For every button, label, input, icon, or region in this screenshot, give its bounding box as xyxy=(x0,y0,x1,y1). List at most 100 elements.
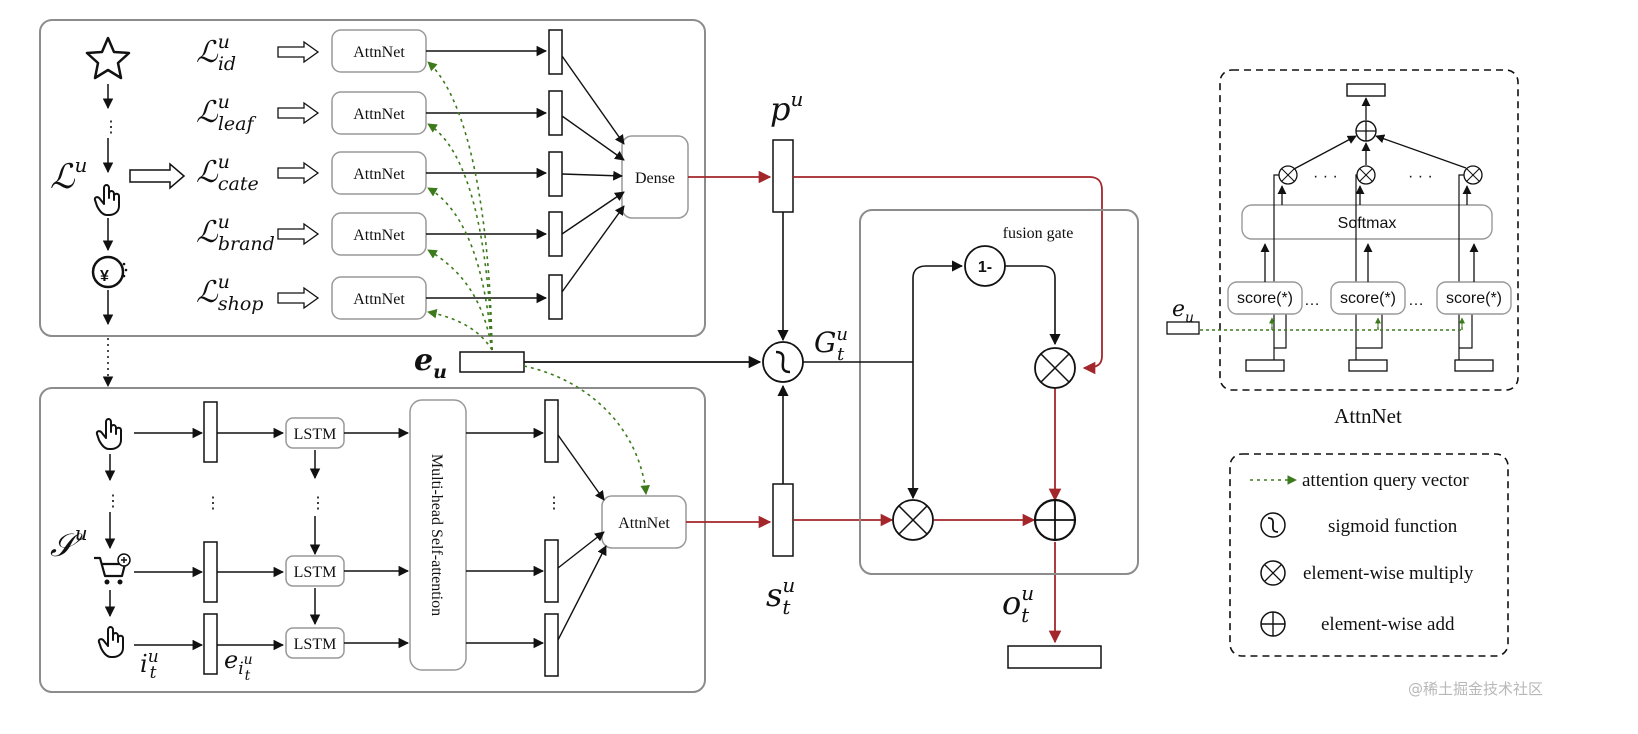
svg-text:AttnNet: AttnNet xyxy=(618,515,670,532)
p-vector xyxy=(772,139,794,213)
user-embedding-label: eu xyxy=(414,343,447,383)
attnnet-input-vector xyxy=(1245,359,1285,372)
hollow-arrow-icon xyxy=(277,101,320,125)
svg-text:sigmoid function: sigmoid function xyxy=(1328,516,1458,537)
add-icon xyxy=(1260,611,1286,637)
click-hand-icon xyxy=(93,184,120,216)
feature-vector-brand xyxy=(548,211,563,257)
p-vector-label: pu xyxy=(770,87,803,128)
svg-text:⋮: ⋮ xyxy=(310,495,326,512)
svg-text:¥: ¥ xyxy=(100,268,109,285)
output-vector xyxy=(1007,645,1102,669)
detail-user-embedding-label: eu xyxy=(1172,297,1194,326)
hollow-arrow-icon xyxy=(277,40,320,64)
attnnet-output-vector xyxy=(1346,83,1386,97)
svg-text:AttnNet: AttnNet xyxy=(353,44,405,61)
legend-item-add: element-wise add xyxy=(1260,611,1455,637)
star-icon xyxy=(85,36,131,80)
hollow-arrow-icon xyxy=(277,222,320,246)
svg-text:Multi-head Self-attention: Multi-head Self-attention xyxy=(428,454,445,616)
add-node xyxy=(1033,498,1077,542)
watermark: @稀土掘金技术社区 xyxy=(1408,680,1543,698)
short-term-sequence-label: 𝒮u xyxy=(50,521,88,564)
svg-text:1-: 1- xyxy=(978,259,992,276)
svg-text:· · ·: · · · xyxy=(1408,168,1433,185)
user-embedding-vector xyxy=(459,351,525,373)
item-embedding-vector xyxy=(203,401,218,463)
svg-text:score(*): score(*) xyxy=(1340,290,1396,307)
purchase-yen-icon: ¥ xyxy=(91,255,128,289)
attended-vector xyxy=(544,613,559,677)
item-embedding-vector xyxy=(203,613,218,675)
legend-item-sigmoid: sigmoid function xyxy=(1260,512,1458,538)
svg-text:AttnNet: AttnNet xyxy=(353,106,405,123)
svg-text:LSTM: LSTM xyxy=(294,426,337,443)
feature-vector-leaf xyxy=(548,90,563,136)
multiply-node xyxy=(1278,165,1298,185)
attention-query-arrows xyxy=(427,61,650,495)
attnnet-detail-panel: · · · · · · Softmax score(*) … score(*) … xyxy=(1200,69,1519,391)
feature-vector-cate xyxy=(548,151,563,197)
long-term-sequence-label: ℒu xyxy=(50,153,87,197)
add-node xyxy=(1355,120,1377,142)
svg-text:AttnNet: AttnNet xyxy=(353,227,405,244)
svg-text:LSTM: LSTM xyxy=(294,636,337,653)
attnnet-caption: AttnNet xyxy=(1334,404,1402,428)
item-embedding-vector xyxy=(203,541,218,603)
legend-item-multiply: element-wise multiply xyxy=(1260,560,1474,586)
softmax-box xyxy=(1241,204,1493,240)
user-embedding: eu xyxy=(414,343,762,383)
sigmoid-node xyxy=(762,341,804,383)
sigmoid-icon xyxy=(1260,512,1286,538)
svg-text:· · ·: · · · xyxy=(1313,168,1338,185)
svg-text:element-wise add: element-wise add xyxy=(1321,614,1455,635)
svg-text:Dense: Dense xyxy=(635,170,675,187)
click-hand-icon xyxy=(95,418,122,450)
svg-text:score(*): score(*) xyxy=(1237,290,1293,307)
fusion-paths-red xyxy=(686,170,1103,644)
feature-vector-shop xyxy=(548,274,563,320)
multiply-node xyxy=(892,499,934,541)
s-vector xyxy=(772,483,794,557)
self-attention-box xyxy=(409,399,467,671)
attended-vector xyxy=(544,539,559,603)
vertical-dots: ⋮ xyxy=(103,119,119,136)
svg-text:AttnNet: AttnNet xyxy=(353,166,405,183)
svg-text:element-wise multiply: element-wise multiply xyxy=(1303,563,1474,584)
svg-text:LSTM: LSTM xyxy=(294,564,337,581)
cart-icon xyxy=(94,553,131,585)
svg-text:AttnNet: AttnNet xyxy=(353,291,405,308)
svg-text:fusion gate: fusion gate xyxy=(1003,225,1074,242)
multiply-node xyxy=(1034,347,1076,389)
multiply-node xyxy=(1356,165,1376,185)
attended-vector xyxy=(544,399,559,463)
hollow-arrow-icon xyxy=(277,161,320,185)
multiply-node xyxy=(1463,165,1483,185)
dots-text: … xyxy=(1408,292,1424,309)
legend-item-query: attention query vector xyxy=(1250,470,1469,491)
svg-text:score(*): score(*) xyxy=(1446,290,1502,307)
fusion-gate-panel: fusion gate 1- xyxy=(803,209,1139,575)
hollow-arrow-icon xyxy=(129,162,186,190)
feature-vector-id xyxy=(548,29,563,75)
svg-text:attention query vector: attention query vector xyxy=(1302,470,1469,491)
attnnet-input-vector xyxy=(1454,359,1494,372)
svg-text:Softmax: Softmax xyxy=(1338,215,1397,232)
